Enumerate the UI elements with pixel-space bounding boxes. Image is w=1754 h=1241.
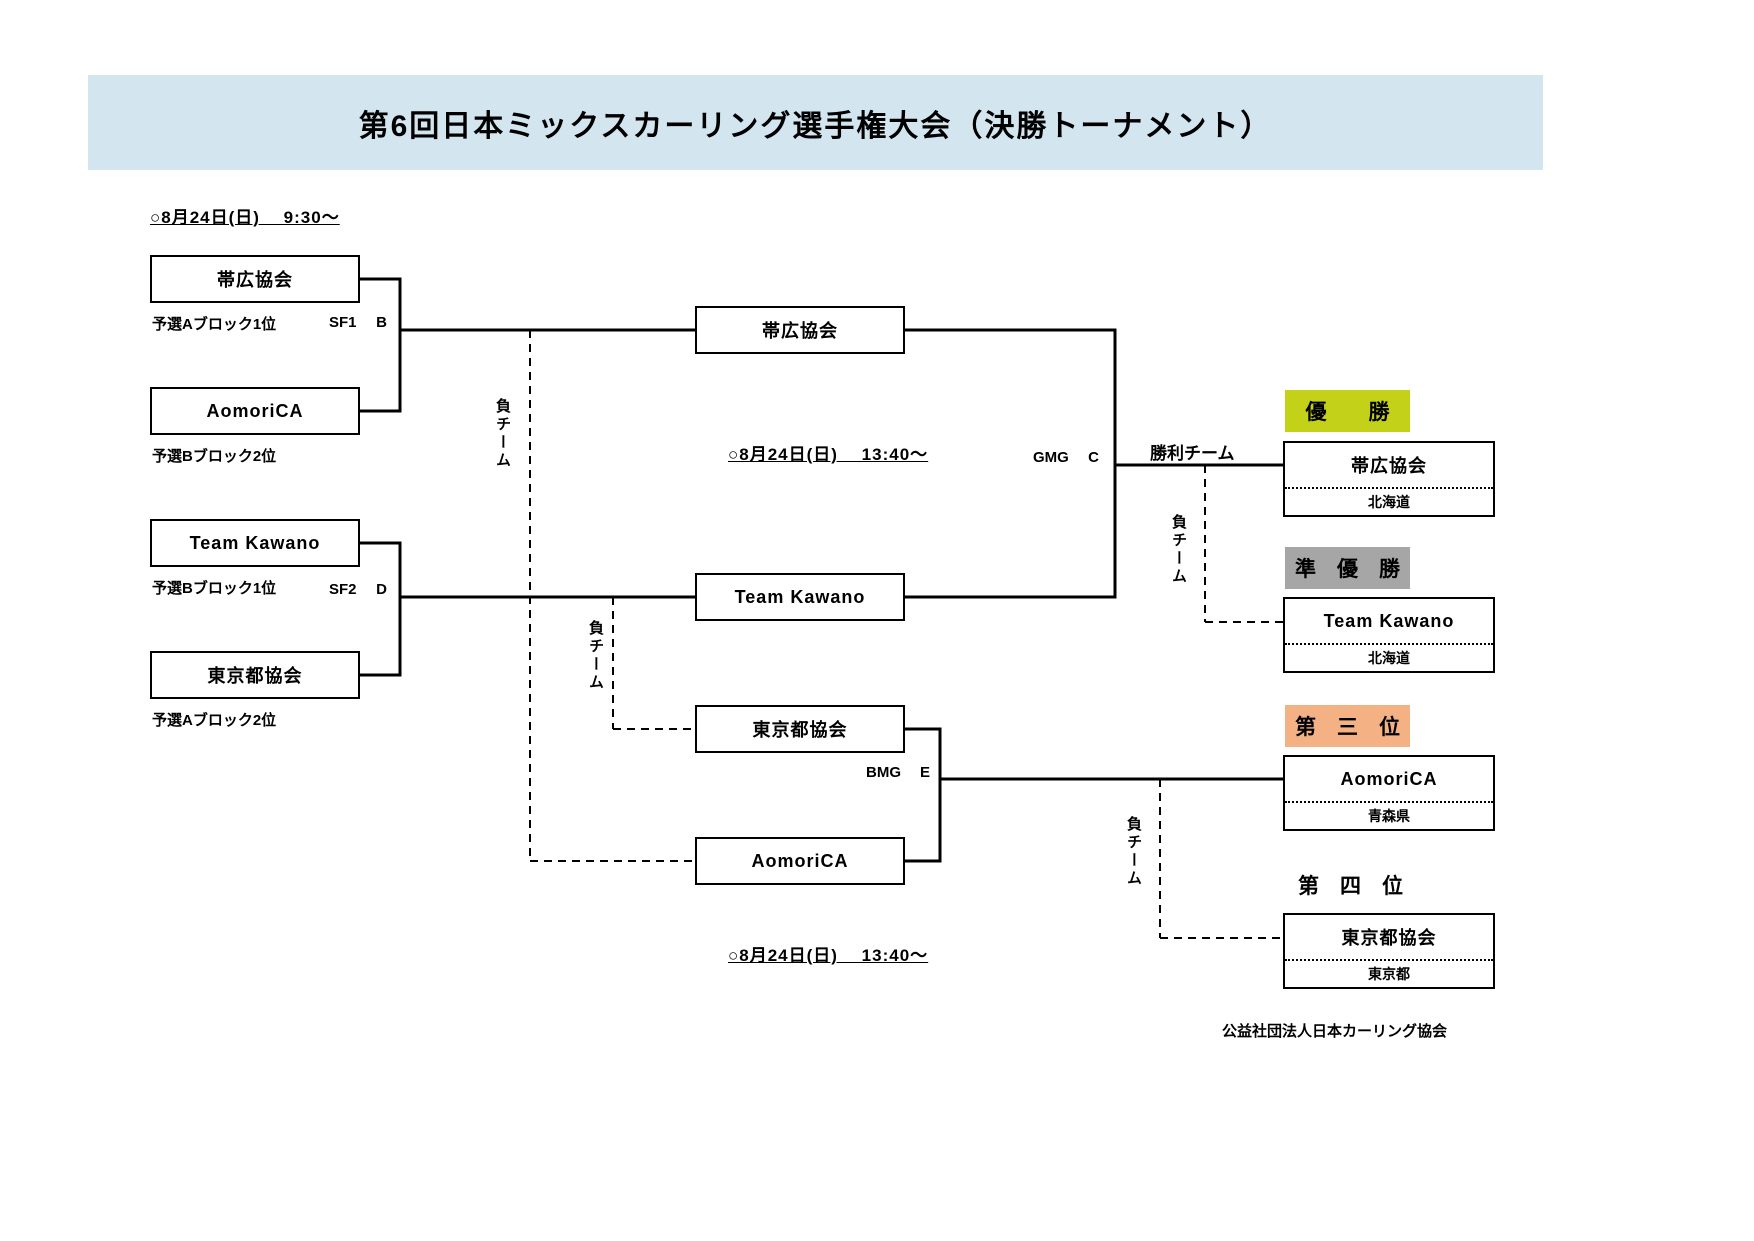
title-banner: 第6回日本ミックスカーリング選手権大会（決勝トーナメント） (88, 75, 1543, 170)
sf2-match-label: SF2 D (329, 581, 387, 598)
bronze-date-label: ○8月24日(日) 13:40～ (728, 946, 929, 965)
runner-up-region: 北海道 (1285, 643, 1493, 671)
champion-rank-title: 優 勝 (1285, 390, 1410, 432)
final-team2-box: Team Kawano (695, 573, 905, 621)
bronze-loser-label: 負チーム (1125, 816, 1142, 888)
sf1-sheet: B (376, 314, 387, 331)
loser-path-lines (529, 330, 1285, 939)
bronze-team2-box: AomoriCA (695, 837, 905, 885)
sf2-code: SF2 (329, 581, 357, 598)
sf1-team2-box: AomoriCA (150, 387, 360, 435)
fourth-region: 東京都 (1285, 959, 1493, 987)
winner-team-label: 勝利チーム (1150, 444, 1235, 463)
sf1-team2-seed: 予選Bブロック2位 (152, 448, 277, 465)
champion-result-box: 帯広協会 北海道 (1283, 441, 1495, 517)
sf1-code: SF1 (329, 314, 357, 331)
fourth-rank-title: 第 四 位 (1298, 875, 1403, 898)
sf2-sheet: D (376, 581, 387, 598)
page-title: 第6回日本ミックスカーリング選手権大会（決勝トーナメント） (358, 109, 1273, 143)
sf1-team1-box: 帯広協会 (150, 255, 360, 303)
runner-up-rank-title: 準 優 勝 (1285, 547, 1410, 589)
sf2-team2-seed: 予選Aブロック2位 (152, 712, 277, 729)
winner-path-lines (360, 277, 1285, 863)
runner-up-result-box: Team Kawano 北海道 (1283, 597, 1495, 673)
champion-team: 帯広協会 (1351, 456, 1427, 476)
sf1-team1-seed: 予選Aブロック1位 (152, 316, 277, 333)
third-rank-title: 第 三 位 (1285, 705, 1410, 747)
sf2-team2-box: 東京都協会 (150, 651, 360, 699)
sf1-loser-label: 負チーム (494, 398, 511, 470)
sf2-team1-box: Team Kawano (150, 519, 360, 567)
semifinal-date-label: ○8月24日(日) 9:30～ (150, 208, 340, 227)
fourth-team: 東京都協会 (1341, 928, 1437, 948)
bronze-code: BMG (866, 764, 901, 781)
final-match-label: GMG C (1033, 449, 1099, 466)
final-team1-box: 帯広協会 (695, 306, 905, 354)
sf2-team1-seed: 予選Bブロック1位 (152, 580, 277, 597)
bronze-match-label: BMG E (866, 764, 930, 781)
fourth-result-box: 東京都協会 東京都 (1283, 913, 1495, 989)
third-result-box: AomoriCA 青森県 (1283, 755, 1495, 831)
bronze-team1-box: 東京都協会 (695, 705, 905, 753)
final-sheet: C (1088, 449, 1099, 466)
sf1-match-label: SF1 B (329, 314, 387, 331)
runner-up-team: Team Kawano (1323, 610, 1455, 631)
final-code: GMG (1033, 449, 1069, 466)
sf2-loser-label: 負チーム (587, 620, 604, 692)
bronze-sheet: E (919, 764, 930, 781)
third-region: 青森県 (1285, 801, 1493, 829)
organization-footer: 公益社団法人日本カーリング協会 (1222, 1023, 1448, 1040)
champion-region: 北海道 (1285, 487, 1493, 515)
final-date-label: ○8月24日(日) 13:40～ (728, 445, 929, 464)
final-loser-label: 負チーム (1170, 514, 1187, 586)
third-team: AomoriCA (1340, 768, 1438, 789)
